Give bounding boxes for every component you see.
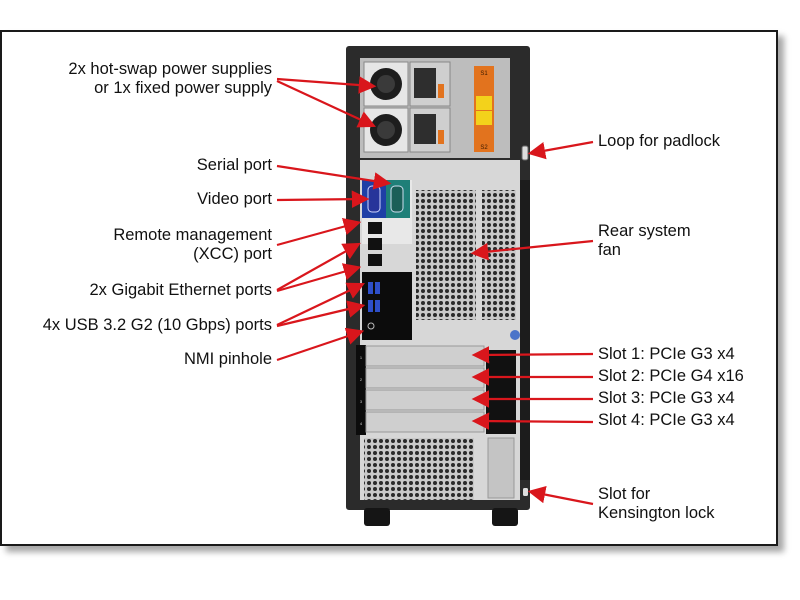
arrow-padlock-loop bbox=[527, 140, 594, 160]
arrow-nmi-pinhole bbox=[276, 327, 365, 362]
label-line: Slot 4: PCIe G3 x4 bbox=[598, 411, 735, 429]
label-power-supplies: 2x hot-swap power supplies or 1x fixed p… bbox=[68, 60, 272, 98]
power-supply-1 bbox=[363, 61, 451, 107]
ethernet-port-1 bbox=[368, 238, 382, 250]
label-line: Slot 3: PCIe G3 x4 bbox=[598, 389, 735, 407]
label-line: 2x Gigabit Ethernet ports bbox=[89, 281, 272, 299]
arrow-kensington-slot bbox=[527, 485, 594, 506]
label-remote-management: Remote management (XCC) port bbox=[113, 226, 272, 264]
thumbscrew-icon bbox=[510, 330, 520, 340]
usb-port bbox=[368, 300, 373, 312]
nmi-pinhole bbox=[367, 322, 375, 330]
chassis-side-rail bbox=[520, 180, 530, 480]
label-nmi-pinhole: NMI pinhole bbox=[184, 350, 272, 369]
warning-label-icon bbox=[476, 96, 492, 110]
arrow-usb-2 bbox=[276, 300, 366, 328]
label-line: Video port bbox=[197, 190, 272, 208]
label-line: Slot for bbox=[598, 485, 651, 503]
lower-vent bbox=[364, 438, 474, 500]
side-vent bbox=[482, 190, 516, 320]
slot-number-4: 4 bbox=[360, 421, 363, 426]
label-line: Serial port bbox=[196, 156, 272, 174]
arrow-usb-1 bbox=[276, 282, 365, 326]
usb-port bbox=[375, 300, 380, 312]
arrow-power-supply-2 bbox=[276, 80, 376, 128]
power-supply-2 bbox=[363, 107, 451, 153]
label-line: Slot 2: PCIe G4 x16 bbox=[598, 367, 744, 385]
label-line: 4x USB 3.2 G2 (10 Gbps) ports bbox=[42, 316, 272, 334]
arrow-slot-1 bbox=[471, 346, 594, 364]
lower-cover bbox=[487, 437, 515, 499]
usb-port bbox=[368, 282, 373, 294]
label-line: 2x hot-swap power supplies bbox=[68, 60, 272, 78]
arrow-ethernet-1 bbox=[276, 242, 361, 291]
arrow-slot-4 bbox=[471, 412, 594, 430]
rear-fan-vent bbox=[416, 190, 476, 320]
label-slot-2: Slot 2: PCIe G4 x16 bbox=[598, 367, 744, 386]
label-line: fan bbox=[598, 241, 621, 259]
label-line: (XCC) port bbox=[193, 245, 272, 263]
power-inlet-icon bbox=[414, 68, 436, 98]
label-rear-fan: Rear system fan bbox=[598, 222, 691, 260]
slot-number-1: 1 bbox=[360, 355, 363, 360]
arrow-ethernet-2 bbox=[276, 263, 362, 293]
label-line: Rear system bbox=[598, 222, 691, 240]
ethernet-port-2 bbox=[368, 254, 382, 266]
usb-port bbox=[375, 282, 380, 294]
label-line: Loop for padlock bbox=[598, 132, 721, 150]
label-serial-port: Serial port bbox=[197, 156, 272, 175]
label-slot-3: Slot 3: PCIe G3 x4 bbox=[598, 389, 735, 408]
label-line: Slot 1: PCIe G3 x4 bbox=[598, 345, 735, 363]
psu-label-s1: S1 bbox=[480, 71, 488, 77]
arrow-serial-port bbox=[276, 164, 392, 190]
psu-label-s2: S2 bbox=[480, 145, 488, 151]
label-usb-ports: 4x USB 3.2 G2 (10 Gbps) ports bbox=[43, 316, 272, 335]
warning-label-icon bbox=[476, 111, 492, 125]
arrow-rear-fan bbox=[470, 239, 594, 261]
arrow-video-port bbox=[276, 190, 370, 208]
foot-right bbox=[492, 508, 518, 526]
label-line: Remote management bbox=[113, 226, 272, 244]
label-line: or 1x fixed power supply bbox=[94, 79, 272, 97]
label-slot-1: Slot 1: PCIe G3 x4 bbox=[598, 345, 735, 364]
label-video-port: Video port bbox=[197, 190, 272, 209]
pcie-slots: 1 2 3 4 bbox=[356, 345, 516, 435]
label-gigabit-ethernet: 2x Gigabit Ethernet ports bbox=[89, 281, 272, 300]
label-line: Kensington lock bbox=[598, 504, 715, 522]
slot-number-2: 2 bbox=[360, 377, 363, 382]
label-line: NMI pinhole bbox=[183, 350, 272, 368]
arrow-power-supply-1 bbox=[276, 76, 377, 94]
label-kensington-slot: Slot for Kensington lock bbox=[598, 485, 715, 523]
label-slot-4: Slot 4: PCIe G3 x4 bbox=[598, 411, 735, 430]
video-port bbox=[367, 185, 381, 213]
foot-left bbox=[364, 508, 390, 526]
slot-number-3: 3 bbox=[360, 399, 363, 404]
arrow-xcc-port bbox=[276, 218, 362, 247]
serial-port bbox=[390, 185, 404, 213]
padlock-loop bbox=[521, 145, 529, 161]
power-inlet-icon bbox=[414, 114, 436, 144]
xcc-port bbox=[368, 222, 382, 234]
label-padlock-loop: Loop for padlock bbox=[598, 132, 720, 151]
kensington-slot bbox=[523, 488, 528, 496]
